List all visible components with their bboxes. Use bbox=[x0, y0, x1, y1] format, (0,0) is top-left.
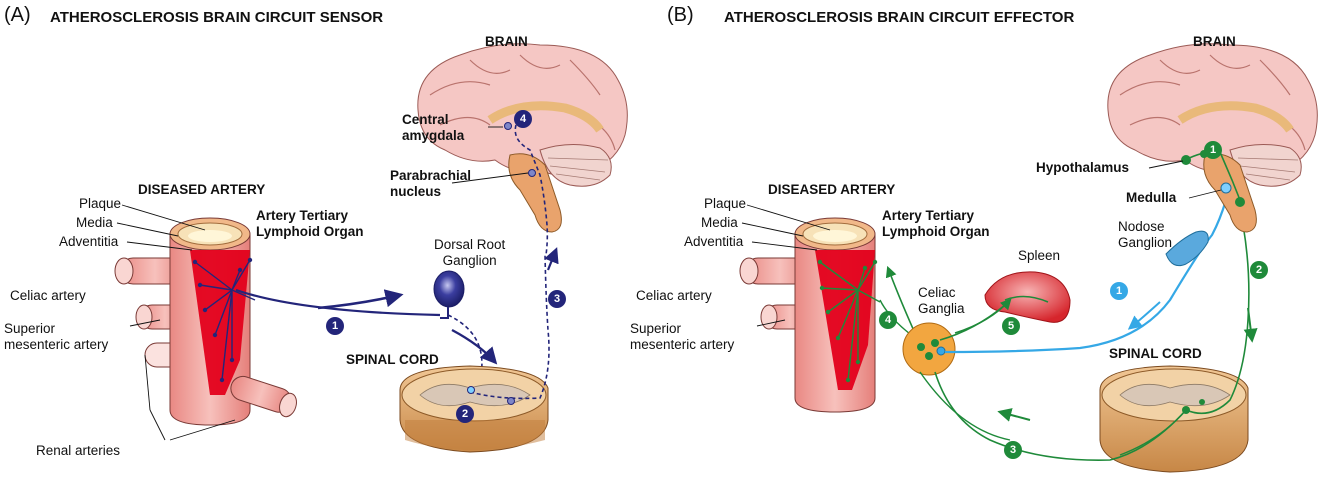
panel-b-brain-label: BRAIN bbox=[1193, 34, 1236, 49]
panel-a-leader-lines bbox=[116, 204, 236, 441]
panel-a-spinal-cord bbox=[399, 365, 549, 453]
panel-a-step-2: 2 bbox=[456, 405, 474, 423]
panel-b-step-1: 1 bbox=[1204, 141, 1222, 159]
nodose-ganglion bbox=[1165, 230, 1209, 267]
celiac-ganglia-label: Celiac Ganglia bbox=[918, 285, 965, 316]
panel-a-brain bbox=[417, 43, 628, 233]
panel-b-step-5: 5 bbox=[1002, 317, 1020, 335]
panel-b-artery bbox=[739, 217, 881, 413]
panel-a-media-label: Media bbox=[76, 215, 113, 230]
panel-b-step-4: 4 bbox=[879, 311, 897, 329]
panel-a-path-1 bbox=[235, 288, 441, 317]
panel-a-tlo-label: Artery Tertiary Lymphoid Organ bbox=[256, 208, 364, 239]
panel-a-adventitia-label: Adventitia bbox=[59, 234, 119, 249]
hypothalamus-label: Hypothalamus bbox=[1036, 160, 1130, 175]
panel-b-leader-lines bbox=[741, 204, 831, 327]
panel-b-superior-mesenteric-label: Superior mesenteric artery bbox=[630, 321, 735, 352]
panel-a-step-3: 3 bbox=[548, 290, 566, 308]
panel-b-step-2: 2 bbox=[1250, 261, 1268, 279]
panel-b-media-label: Media bbox=[701, 215, 738, 230]
nodose-ganglion-label: Nodose Ganglion bbox=[1118, 219, 1173, 250]
panel-a-diseased-artery-label: DISEASED ARTERY bbox=[138, 182, 266, 197]
dorsal-root-ganglion bbox=[433, 270, 465, 308]
panel-a-letter: (A) bbox=[4, 4, 31, 26]
panel-a-superior-mesenteric-label: Superior mesenteric artery bbox=[4, 321, 109, 352]
renal-arteries-label: Renal arteries bbox=[36, 443, 121, 458]
panel-b-spinal-cord-label: SPINAL CORD bbox=[1109, 346, 1202, 361]
parabrachial-nucleus-label: Parabrachial nucleus bbox=[390, 168, 472, 199]
panel-b-letter: (B) bbox=[667, 4, 694, 26]
panel-b-spinal-cord bbox=[1099, 365, 1249, 473]
panel-a-arrow-1 bbox=[317, 289, 404, 310]
panel-b-diseased-artery-label: DISEASED ARTERY bbox=[768, 182, 896, 197]
panel-a-plaque-label: Plaque bbox=[79, 196, 122, 211]
panel-b-step-3: 3 bbox=[1004, 441, 1022, 459]
dorsal-root-ganglion-label: Dorsal Root Ganglion bbox=[434, 237, 506, 268]
panel-b-title: ATHEROSCLEROSIS BRAIN CIRCUIT EFFECTOR bbox=[724, 9, 1075, 26]
panel-b-adventitia-label: Adventitia bbox=[684, 234, 744, 249]
panel-a-step-4: 4 bbox=[514, 110, 532, 128]
panel-b-brain bbox=[1107, 43, 1318, 233]
celiac-ganglion bbox=[902, 322, 956, 376]
panel-b-tlo-label: Artery Tertiary Lymphoid Organ bbox=[882, 208, 990, 239]
panel-a-artery bbox=[114, 217, 297, 426]
central-amygdala-label: Central amygdala bbox=[402, 112, 465, 143]
panel-a-title: ATHEROSCLEROSIS BRAIN CIRCUIT SENSOR bbox=[50, 9, 384, 26]
panel-a-step-1: 1 bbox=[326, 317, 344, 335]
panel-b-vagal-step-1: 1 bbox=[1110, 282, 1128, 300]
panel-a-spinal-cord-label: SPINAL CORD bbox=[346, 352, 439, 367]
medulla-label: Medulla bbox=[1126, 190, 1177, 205]
panel-a-celiac-artery-label: Celiac artery bbox=[10, 288, 86, 303]
panel-b-plaque-label: Plaque bbox=[704, 196, 747, 211]
spleen-label: Spleen bbox=[1018, 248, 1061, 263]
panel-a-brain-label: BRAIN bbox=[485, 34, 528, 49]
panel-b-celiac-artery-label: Celiac artery bbox=[636, 288, 712, 303]
